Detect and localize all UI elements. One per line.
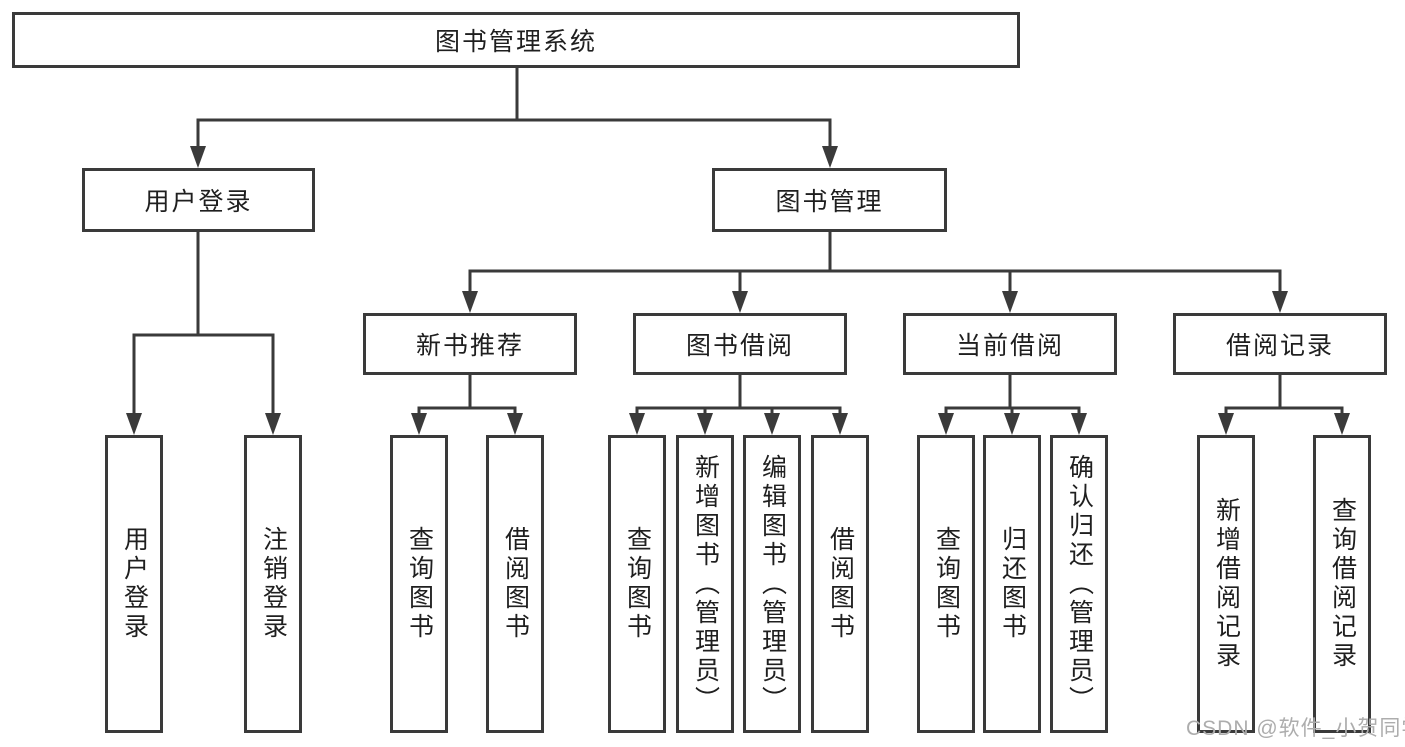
leaf-user-login: 用户登录: [105, 435, 163, 733]
node-book-management: 图书管理: [712, 168, 947, 232]
connector-book-borrowing-children: [629, 375, 848, 435]
leaf-bb-add-book-admin: 新增图书（管理员）: [676, 435, 734, 733]
connector-current-borrowing-children: [938, 375, 1087, 435]
leaf-br-add-borrow-record: 新增借阅记录: [1197, 435, 1255, 733]
leaf-bb-edit-book-admin: 编辑图书（管理员）: [743, 435, 801, 733]
node-library-management-system: 图书管理系统: [12, 12, 1020, 68]
node-book-borrowing: 图书借阅: [633, 313, 847, 375]
node-borrowing-records: 借阅记录: [1173, 313, 1387, 375]
leaf-cb-query-books: 查询图书: [917, 435, 975, 733]
node-current-borrowing: 当前借阅: [903, 313, 1117, 375]
leaf-cb-return-books: 归还图书: [983, 435, 1041, 733]
leaf-br-query-borrow-record: 查询借阅记录: [1313, 435, 1371, 733]
node-new-book-recommendation: 新书推荐: [363, 313, 577, 375]
watermark: CSDN @软件_小贺同学: [1186, 717, 1405, 740]
connector-user-login-children: [126, 232, 281, 435]
leaf-nb-query-books: 查询图书: [390, 435, 448, 733]
leaf-bb-borrow-books: 借阅图书: [811, 435, 869, 733]
connector-book-management-children: [462, 232, 1288, 313]
leaf-logout-login: 注销登录: [244, 435, 302, 733]
connector-borrowing-records-children: [1218, 375, 1350, 435]
leaf-nb-borrow-books: 借阅图书: [486, 435, 544, 733]
node-user-login: 用户登录: [82, 168, 315, 232]
leaf-bb-query-books: 查询图书: [608, 435, 666, 733]
connector-new-book-children: [411, 375, 523, 435]
connector-root-to-level2: [190, 68, 838, 168]
leaf-cb-confirm-return-admin: 确认归还（管理员）: [1050, 435, 1108, 733]
